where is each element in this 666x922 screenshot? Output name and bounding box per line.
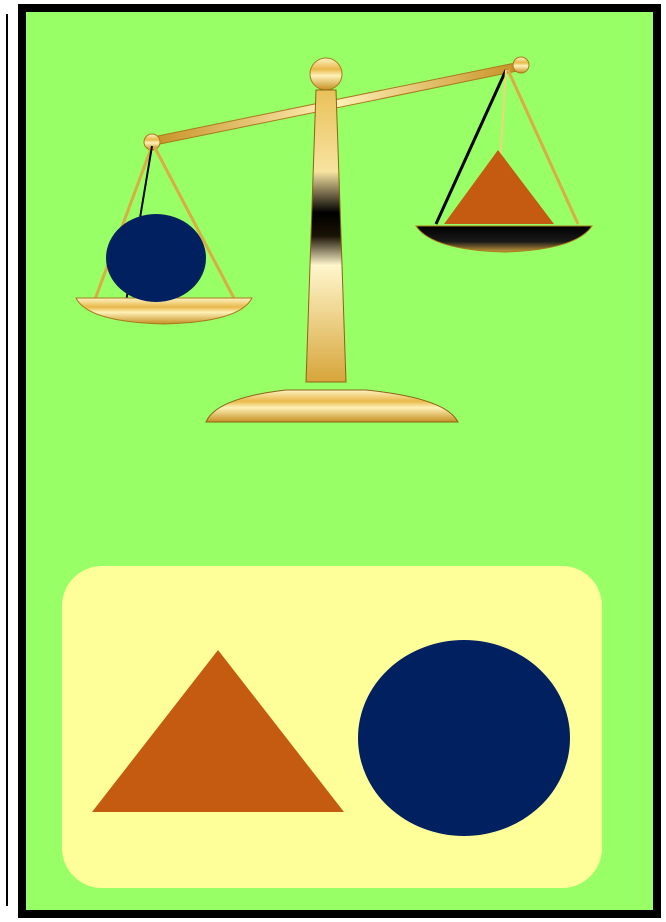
option-triangle[interactable] — [92, 650, 344, 812]
right-pan — [416, 226, 592, 252]
option-circle[interactable] — [358, 640, 570, 836]
left-pan — [76, 298, 252, 324]
answer-panel — [62, 566, 602, 888]
balance-scale — [26, 12, 653, 452]
puzzle-card — [18, 4, 661, 918]
left-pan-circle — [106, 214, 206, 302]
answer-options — [62, 566, 602, 888]
left-edge-line — [6, 14, 8, 906]
right-pan-triangle — [444, 150, 554, 224]
scale-pillar — [206, 58, 458, 422]
